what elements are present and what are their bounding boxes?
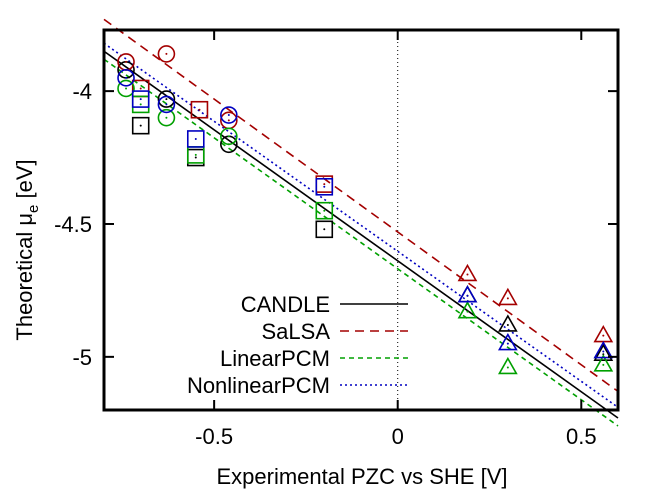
marker-center-dot-salsa	[323, 183, 326, 186]
plot-area	[102, 18, 620, 427]
marker-triangle-nonlinearpcm	[457, 285, 478, 303]
marker-square-linearpcm	[315, 201, 334, 220]
marker-center-dot-candle	[323, 228, 326, 231]
marker-center-dot-salsa	[139, 87, 142, 90]
y-tick-label: -4	[72, 79, 92, 104]
marker-center-dot-linearpcm	[227, 135, 230, 138]
marker-center-dot-candle	[194, 156, 197, 159]
fit-line-linearpcm	[103, 58, 619, 427]
x-tick-label: -0.5	[195, 424, 233, 449]
marker-center-dot-candle	[165, 98, 168, 101]
marker-center-dot-salsa	[165, 52, 168, 55]
marker-circle-nonlinearpcm	[117, 69, 135, 87]
y-axis-label: Theoretical μe [eV]	[12, 159, 42, 340]
x-tick-label: 0	[392, 424, 404, 449]
marker-center-dot-nonlinearpcm	[323, 185, 326, 188]
fit-line-nonlinearpcm	[103, 42, 619, 408]
marker-square-nonlinearpcm	[186, 130, 205, 148]
marker-circle-linearpcm	[220, 127, 238, 146]
marker-triangle-linearpcm	[593, 354, 614, 372]
marker-triangle-linearpcm	[457, 301, 478, 319]
marker-circle-salsa	[157, 45, 176, 63]
data-markers	[117, 45, 614, 375]
y-axis-label-unit: [eV]	[12, 159, 37, 204]
marker-triangle-salsa	[593, 324, 614, 343]
x-tick-label: 0.5	[566, 424, 597, 449]
tick-labels: -0.5 0 0.5 -4 -4.5 -5	[54, 79, 597, 449]
marker-center-dot-linearpcm	[165, 116, 168, 119]
marker-center-dot-salsa	[227, 119, 230, 122]
marker-triangle-salsa	[497, 287, 518, 306]
marker-triangle-nonlinearpcm	[497, 332, 518, 351]
marker-triangle-candle	[457, 285, 478, 303]
marker-center-dot-candle	[506, 323, 509, 326]
marker-center-dot-salsa	[506, 297, 509, 300]
plot-frame	[102, 28, 620, 412]
marker-square-candle	[131, 116, 150, 135]
marker-square-nonlinearpcm	[315, 177, 334, 196]
axis-ticks	[104, 30, 618, 410]
marker-center-dot-nonlinearpcm	[466, 294, 469, 297]
marker-center-dot-salsa	[198, 108, 201, 111]
x-axis-label: Experimental PZC vs SHE [V]	[217, 464, 508, 489]
marker-center-dot-salsa	[125, 60, 128, 63]
legend-label-linearpcm: LinearPCM	[220, 346, 330, 371]
y-axis-label-sub: e	[25, 205, 42, 213]
marker-triangle-candle	[497, 314, 518, 332]
marker-center-dot-linearpcm	[466, 310, 469, 313]
marker-center-dot-candle	[602, 353, 605, 356]
marker-center-dot-nonlinearpcm	[194, 137, 197, 140]
marker-triangle-salsa	[457, 263, 478, 282]
marker-circle-linearpcm	[157, 108, 176, 127]
marker-square-nonlinearpcm	[131, 90, 150, 108]
marker-center-dot-candle	[139, 124, 142, 127]
marker-center-dot-salsa	[466, 273, 469, 276]
marker-center-dot-linearpcm	[139, 103, 142, 106]
y-axis-label-main: Theoretical μ	[12, 213, 37, 341]
fit-line-salsa	[103, 18, 619, 393]
fit-line-candle	[103, 50, 619, 419]
marker-triangle-nonlinearpcm	[593, 340, 614, 359]
marker-circle-nonlinearpcm	[157, 95, 176, 114]
marker-center-dot-nonlinearpcm	[139, 98, 142, 101]
marker-center-dot-salsa	[602, 334, 605, 337]
fit-lines	[103, 18, 619, 427]
marker-circle-nonlinearpcm	[220, 106, 238, 124]
legend-label-nonlinearpcm: NonlinearPCM	[187, 373, 330, 398]
marker-center-dot-linearpcm	[194, 153, 197, 156]
y-tick-label: -4.5	[54, 212, 92, 237]
marker-center-dot-nonlinearpcm	[125, 76, 128, 79]
marker-center-dot-linearpcm	[602, 363, 605, 366]
marker-center-dot-nonlinearpcm	[227, 114, 230, 117]
marker-square-candle	[315, 220, 334, 239]
marker-triangle-linearpcm	[497, 356, 518, 375]
marker-center-dot-nonlinearpcm	[165, 103, 168, 106]
marker-square-salsa	[190, 100, 209, 119]
marker-center-dot-nonlinearpcm	[506, 342, 509, 345]
legend-label-salsa: SaLSA	[262, 319, 331, 344]
marker-triangle-candle	[593, 343, 614, 361]
marker-center-dot-linearpcm	[323, 209, 326, 212]
y-tick-label: -5	[72, 345, 92, 370]
legend-label-candle: CANDLE	[241, 292, 330, 317]
marker-center-dot-linearpcm	[125, 87, 128, 90]
marker-center-dot-nonlinearpcm	[602, 350, 605, 353]
marker-circle-candle	[157, 90, 176, 108]
marker-center-dot-linearpcm	[506, 366, 509, 369]
marker-circle-linearpcm	[117, 79, 135, 98]
